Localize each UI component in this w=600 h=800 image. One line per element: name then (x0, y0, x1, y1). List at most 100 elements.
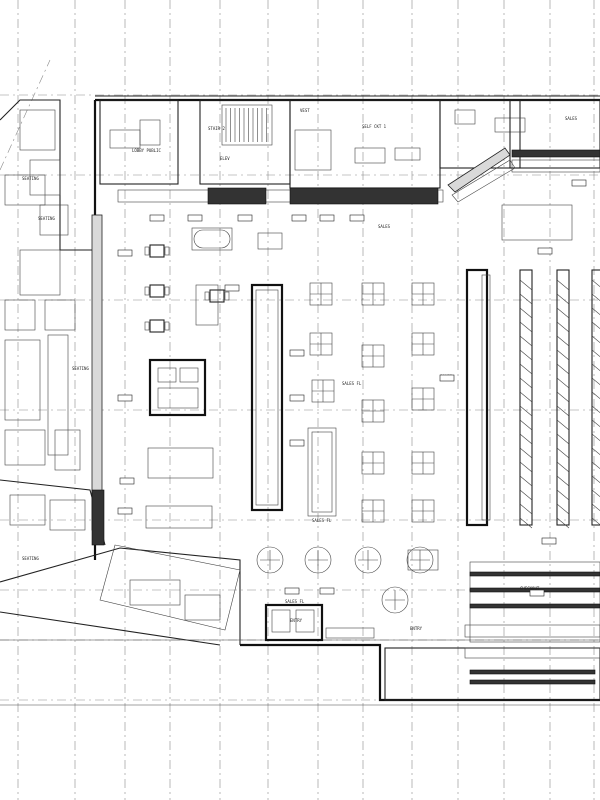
shelf-brace (556, 433, 570, 445)
chair (164, 286, 170, 296)
north-rooms (99, 99, 600, 189)
chair (164, 321, 170, 331)
shelf-brace (591, 405, 600, 414)
shelf-brace (519, 363, 533, 375)
fixture-tag (289, 394, 305, 402)
shelf-brace (591, 377, 600, 386)
shelf-brace (591, 321, 600, 330)
label-seating-4: SEATING (22, 556, 39, 561)
grid-line-diagonal (0, 59, 51, 171)
fixture-tag (537, 247, 553, 255)
shelf-brace (591, 419, 600, 428)
round-table (354, 546, 382, 574)
shelf-brace (591, 517, 600, 526)
label-lobby: LOBBY PUBLIC (132, 148, 161, 153)
fixture-tag (117, 249, 133, 257)
shelf-brace (591, 293, 600, 302)
round-table (406, 546, 434, 574)
shelf-brace (556, 391, 570, 403)
round-tables (256, 546, 434, 614)
shelf-brace (519, 475, 533, 487)
fixture-tag (284, 587, 300, 595)
shelf-brace (519, 503, 533, 515)
shelf-brace (519, 293, 533, 305)
shelving-run (556, 269, 570, 526)
shelf-brace (591, 503, 600, 512)
shelf-brace (591, 279, 600, 288)
shelf-brace (519, 517, 533, 529)
east-shelving (465, 268, 600, 529)
chair (144, 286, 150, 296)
fixture-tag (237, 214, 253, 222)
shelf-brace (591, 307, 600, 316)
shelf-brace (591, 447, 600, 456)
table (149, 244, 165, 258)
shelf-brace (519, 419, 533, 431)
fixture-tag (224, 284, 240, 292)
fixture-tag (119, 477, 135, 485)
label-entry-2: ENTRY (410, 626, 423, 631)
shelf-brace (556, 447, 570, 459)
label-seating-1: SEATING (22, 176, 39, 181)
shelf-brace (556, 419, 570, 431)
fixture-tag (439, 374, 455, 382)
checkout-lanes (464, 561, 600, 685)
shelf-brace (556, 475, 570, 487)
shelf-brace (591, 363, 600, 372)
round-table (256, 546, 284, 574)
shelf-brace (556, 335, 570, 347)
shelf-brace (519, 307, 533, 319)
shelf-brace (591, 461, 600, 470)
fixture-tag (349, 214, 365, 222)
shelf-brace (519, 335, 533, 347)
shelf-brace (556, 279, 570, 291)
label-elev: ELEV (220, 156, 230, 161)
label-self-ckt: SELF CKT 1 (362, 124, 387, 129)
chair (224, 291, 230, 301)
label-sales-fl-3: SALES FL (285, 599, 305, 604)
shelf-brace (519, 321, 533, 333)
fixture-tag (541, 537, 557, 545)
label-stair: STAIR 2 (208, 126, 225, 131)
fixture-tag (187, 214, 203, 222)
label-sales-fl-2: SALES FL (312, 518, 332, 523)
shelf-brace (556, 517, 570, 529)
ne-conveyor (447, 147, 600, 241)
fixture-tag (571, 179, 587, 187)
label-checkout: CHECKOUT (520, 586, 540, 591)
chair (144, 246, 150, 256)
label-seating-3: SEATING (72, 366, 89, 371)
shelving-run (519, 269, 533, 526)
shelf-brace (556, 349, 570, 361)
shelf-brace (519, 391, 533, 403)
shelf-brace (591, 335, 600, 344)
sw-bays (0, 479, 241, 631)
central-fixtures (145, 227, 337, 529)
round-table (304, 546, 332, 574)
shelf-brace (556, 307, 570, 319)
west-seating-area (0, 99, 103, 531)
fixture-tag (289, 349, 305, 357)
shelf-brace (556, 405, 570, 417)
shelf-brace (556, 321, 570, 333)
shelf-brace (519, 349, 533, 361)
fixture-tag (319, 214, 335, 222)
shelf-brace (591, 349, 600, 358)
north-counter (117, 187, 444, 205)
round-table (381, 586, 409, 614)
shelving-run (591, 269, 600, 526)
fixture-tag (529, 589, 545, 597)
label-sales-fl-1: SALES FL (342, 381, 362, 386)
fixture-tag (149, 214, 165, 222)
table (209, 289, 225, 303)
shelf-brace (556, 293, 570, 305)
shelf-brace (556, 377, 570, 389)
label-sales-ne: SALES (565, 116, 578, 121)
fixture-tag (117, 394, 133, 402)
chair (144, 321, 150, 331)
chair (204, 291, 210, 301)
round-end-table (193, 229, 231, 249)
fixture-tag (319, 587, 335, 595)
shelf-brace (519, 377, 533, 389)
